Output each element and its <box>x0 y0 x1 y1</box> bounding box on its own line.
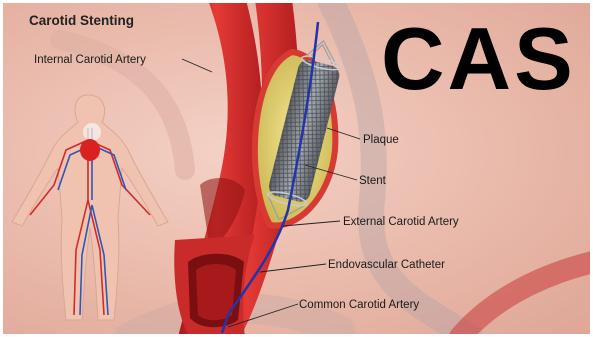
human-body-figure <box>12 95 168 320</box>
label-endovascular-catheter: Endovascular Catheter <box>328 259 445 271</box>
label-common-carotid-artery: Common Carotid Artery <box>299 299 419 311</box>
label-external-carotid-artery: External Carotid Artery <box>343 216 459 228</box>
label-plaque: Plaque <box>363 134 399 146</box>
page-title: Carotid Stenting <box>29 13 134 28</box>
illustration-canvas: Carotid Stenting CAS Internal Carotid Ar… <box>3 3 590 334</box>
label-stent: Stent <box>359 175 386 187</box>
cas-heading: CAS <box>381 15 576 103</box>
label-internal-carotid-artery: Internal Carotid Artery <box>34 54 146 66</box>
